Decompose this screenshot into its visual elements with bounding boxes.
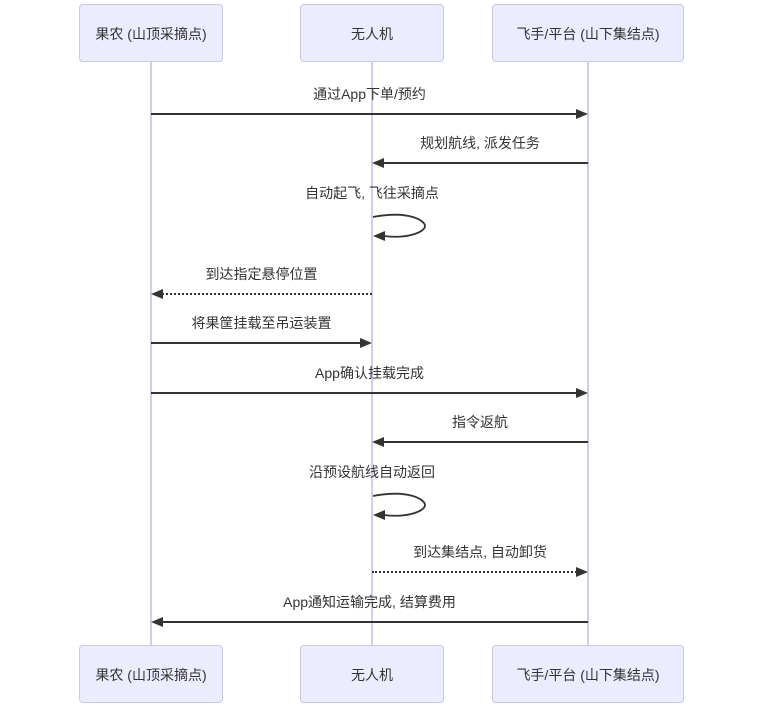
actor-box-bottom-farmer: 果农 (山顶采摘点)	[79, 645, 223, 703]
arrowhead-icon	[372, 437, 384, 447]
lifeline-pilot	[587, 62, 589, 645]
arrowhead-icon	[151, 289, 163, 299]
message-line	[162, 293, 372, 295]
message-label: App确认挂载完成	[315, 365, 424, 381]
message-label: 将果筐挂载至吊运装置	[191, 315, 332, 331]
lifeline-farmer	[150, 62, 152, 645]
message-line	[151, 113, 577, 115]
message-label: 到达集结点, 自动卸货	[413, 544, 547, 560]
arrowhead-icon	[576, 388, 588, 398]
message-line	[151, 342, 361, 344]
self-loop-icon	[372, 492, 426, 520]
message-label: 通过App下单/预约	[313, 86, 426, 102]
message-label: 沿预设航线自动返回	[309, 464, 435, 480]
message-label: 到达指定悬停位置	[205, 266, 318, 282]
message-label: 自动起飞, 飞往采摘点	[305, 185, 439, 201]
arrowhead-icon	[151, 617, 163, 627]
arrowhead-icon	[576, 109, 588, 119]
arrowhead-icon	[372, 158, 384, 168]
actor-box-top-farmer: 果农 (山顶采摘点)	[79, 4, 223, 62]
message-label: 规划航线, 派发任务	[420, 135, 540, 151]
message-line	[162, 621, 588, 623]
message-line	[383, 162, 588, 164]
message-line	[383, 441, 588, 443]
self-loop-icon	[372, 213, 426, 241]
message-label: 指令返航	[452, 414, 508, 430]
message-label: App通知运输完成, 结算费用	[283, 594, 456, 610]
arrowhead-icon	[360, 338, 372, 348]
message-line	[372, 571, 577, 573]
actor-box-top-drone: 无人机	[300, 4, 444, 62]
actor-box-bottom-drone: 无人机	[300, 645, 444, 703]
arrowhead-icon	[576, 567, 588, 577]
actor-box-top-pilot: 飞手/平台 (山下集结点)	[492, 4, 684, 62]
lifeline-drone	[371, 62, 373, 645]
message-line	[151, 392, 577, 394]
actor-box-bottom-pilot: 飞手/平台 (山下集结点)	[492, 645, 684, 703]
